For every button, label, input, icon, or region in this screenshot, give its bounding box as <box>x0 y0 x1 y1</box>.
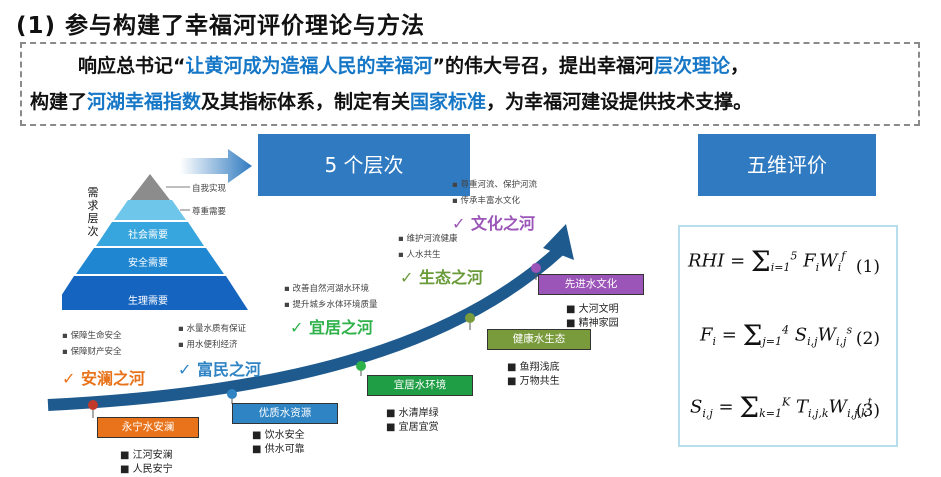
page-title: (1) 参与构建了幸福河评价理论与方法 <box>16 13 426 39</box>
needs-pyramid <box>62 174 248 310</box>
stage-note: ▪ 尊重河流、保护河流 <box>452 180 537 190</box>
formula-sij: Si,j = Σk=1K Ti,j,kWi,j,kt <box>690 391 873 424</box>
formula-fi: Fi = Σj=14 Si,jWi,js <box>700 319 853 352</box>
pyramid-layer-4 <box>114 200 186 220</box>
stage-name: ✓ 安澜之河 <box>62 369 145 388</box>
intro-text: ，为幸福河建设提供技术支撑。 <box>486 91 753 113</box>
intro-text: ， <box>730 55 750 77</box>
stage-bullet: ■ 江河安澜 <box>120 450 173 461</box>
five-dim-label: 五维评价 <box>698 134 876 196</box>
pyramid-layer-1 <box>62 276 248 310</box>
stage-note: ▪ 水量水质有保证 <box>178 324 246 334</box>
levels-label: 5 个层次 <box>258 134 470 196</box>
pyramid-layer-label: 安全需要 <box>128 258 168 269</box>
intro-box: 响应总书记“让黄河成为造福人民的幸福河”的伟大号召，提出幸福河层次理论， 构建了… <box>20 42 920 126</box>
stage-marker <box>465 313 475 323</box>
pyramid-layer-3 <box>96 222 204 246</box>
pyramid-layer-2 <box>76 248 224 274</box>
intro-highlight: 层次理论 <box>654 55 731 77</box>
pyramid-note: 自我实现 <box>192 184 227 194</box>
stage-box: 宜居水环境 <box>367 375 473 396</box>
intro-highlight: 国家标准 <box>410 91 487 113</box>
stage-box: 优质水资源 <box>232 403 338 424</box>
stage-note: ▪ 提升城乡水体环境质量 <box>284 300 378 310</box>
stage-marker <box>531 263 541 273</box>
needs-axis-label: 需求层次 <box>87 186 99 238</box>
pyramid-layer-label: 社会需要 <box>128 230 168 241</box>
stage-note: ▪ 人水共生 <box>398 250 441 260</box>
formula-number: (2) <box>855 329 880 349</box>
intro-text: 响应总书记“ <box>78 55 186 77</box>
stage-note: ▪ 保障财产安全 <box>62 347 122 357</box>
formula-rhi: RHI = Σi=15 FiWif <box>688 245 846 278</box>
stage-bullet: ■ 供水可靠 <box>252 444 305 455</box>
intro-line-1: 响应总书记“让黄河成为造福人民的幸福河”的伟大号召，提出幸福河层次理论， <box>30 48 910 84</box>
intro-text: 构建了 <box>30 91 88 113</box>
stage-name: ✓ 文化之河 <box>452 214 535 233</box>
stage-marker <box>227 389 237 399</box>
intro-text: ”的伟大号召，提出幸福河 <box>432 55 655 77</box>
stage-marker <box>88 400 98 410</box>
stage-bullet: ■ 宜居宜赏 <box>386 422 439 433</box>
intro-highlight: 河湖幸福指数 <box>87 91 202 113</box>
stage-name: ✓ 宜居之河 <box>290 318 373 337</box>
stage-note: ▪ 保障生命安全 <box>62 331 122 341</box>
stage-note: ▪ 用水便利经济 <box>178 340 238 350</box>
stage-name: ✓ 生态之河 <box>400 268 483 287</box>
stage-bullet: ■ 万物共生 <box>507 376 560 387</box>
stage-marker <box>356 361 366 371</box>
stage-box: 健康水生态 <box>487 329 591 350</box>
formula-number: (1) <box>855 257 880 277</box>
stage-bullet: ■ 鱼翔浅底 <box>507 362 560 373</box>
stage-note: ▪ 维护河流健康 <box>398 234 458 244</box>
pyramid-note: 尊重需要 <box>192 207 227 217</box>
stage-note: ▪ 传承丰富水文化 <box>452 196 520 206</box>
formula-box: RHI = Σi=15 FiWif (1) Fi = Σj=14 Si,jWi,… <box>678 225 898 447</box>
stage-bullet: ■ 饮水安全 <box>252 430 305 441</box>
pyramid-layer-label: 生理需要 <box>128 296 168 307</box>
stage-box: 先进水文化 <box>538 274 644 295</box>
formula-number: (3) <box>855 401 880 421</box>
intro-text: 及其指标体系，制定有关 <box>201 91 411 113</box>
stage-bullet: ■ 精神家园 <box>566 318 619 329</box>
intro-highlight: 让黄河成为造福人民的幸福河 <box>185 55 433 77</box>
stage-box: 永宁水安澜 <box>97 417 199 438</box>
arrow-right-icon <box>180 149 252 183</box>
pyramid-top <box>130 174 170 200</box>
stage-bullet: ■ 水清岸绿 <box>386 408 439 419</box>
stage-bullet: ■ 大河文明 <box>566 304 619 315</box>
intro-line-2: 构建了河湖幸福指数及其指标体系，制定有关国家标准，为幸福河建设提供技术支撑。 <box>30 84 910 120</box>
stage-note: ▪ 改善自然河湖水环境 <box>284 284 369 294</box>
stage-bullet: ■ 人民安宁 <box>120 464 173 475</box>
stage-name: ✓ 富民之河 <box>178 360 261 379</box>
